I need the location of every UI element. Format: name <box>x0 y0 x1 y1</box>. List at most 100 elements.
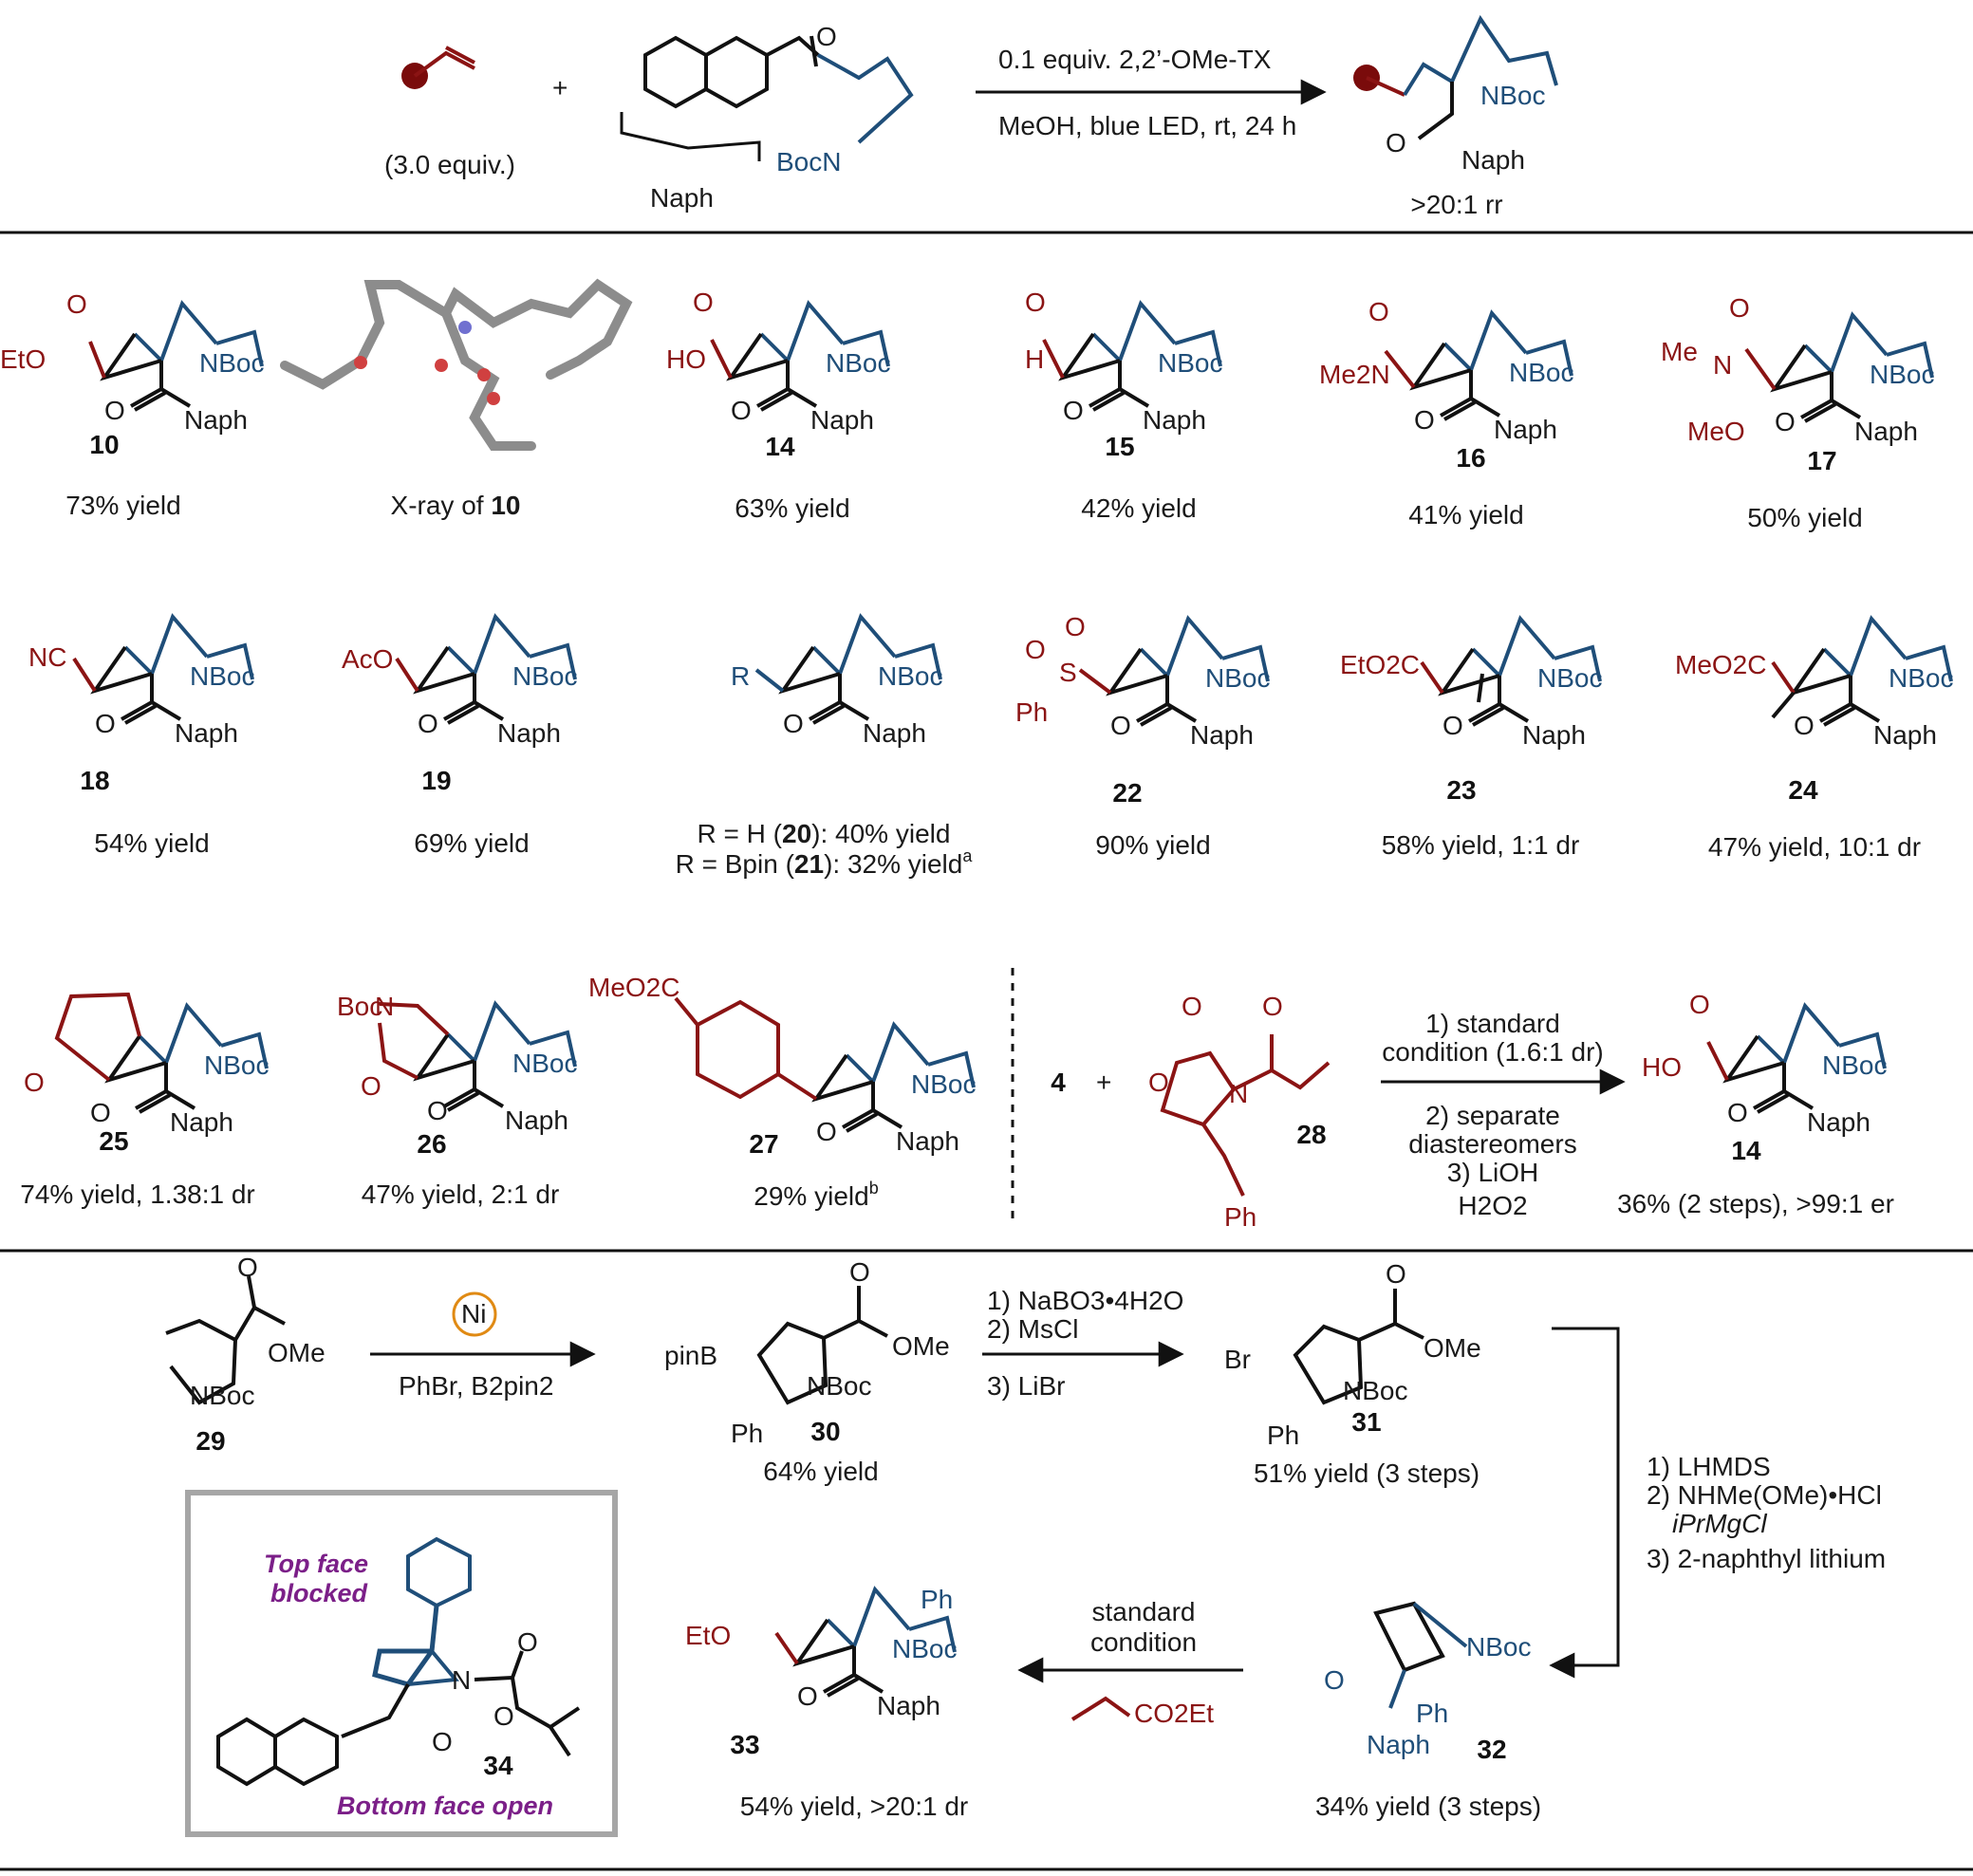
svg-text:O: O <box>517 1627 538 1657</box>
svg-text:Naph: Naph <box>1807 1107 1871 1137</box>
product-naph: Naph <box>1461 145 1525 175</box>
svg-text:NBoc: NBoc <box>807 1371 871 1401</box>
asym-step2b: diastereomers <box>1408 1129 1576 1159</box>
svg-text:MeO2C: MeO2C <box>1675 650 1766 679</box>
svg-text:NBoc: NBoc <box>199 348 264 378</box>
conditions-line: MeOH, blue LED, rt, 24 h <box>998 111 1296 140</box>
step-weinreb: 2) NHMe(OMe)•HCl <box>1647 1480 1882 1510</box>
arrow-elbow <box>1549 1327 1620 1679</box>
svg-text:Naph: Naph <box>505 1105 568 1135</box>
asym-step2: 2) separate <box>1425 1101 1560 1130</box>
svg-text:NBoc: NBoc <box>1158 348 1222 378</box>
ni-label: Ni <box>461 1299 486 1328</box>
compound-23-yield: 58% yield, 1:1 dr <box>1382 830 1580 860</box>
svg-text:Br: Br <box>1224 1345 1251 1374</box>
compound-28-id: 28 <box>1296 1120 1326 1149</box>
svg-text:NBoc: NBoc <box>190 661 254 691</box>
svg-text:N: N <box>1229 1079 1248 1108</box>
reactant-o: O <box>816 22 837 51</box>
reactant-bocn: BocN <box>776 147 841 176</box>
svg-text:pinB: pinB <box>664 1341 717 1370</box>
product-o: O <box>1386 128 1406 158</box>
compound-31-id: 31 <box>1351 1407 1381 1437</box>
svg-text:Me: Me <box>1661 337 1698 366</box>
compound-16-yield: 41% yield <box>1408 500 1523 529</box>
svg-text:EtO: EtO <box>0 344 46 374</box>
svg-text:O: O <box>1065 612 1086 641</box>
compound-14-id: 14 <box>765 432 795 461</box>
compound-26: Boc N O NBoc O Naph <box>337 992 577 1135</box>
plus-sign-2: + <box>1096 1068 1111 1097</box>
compound-29-id: 29 <box>195 1426 225 1456</box>
svg-text:Ph: Ph <box>921 1585 953 1614</box>
step-libr: 3) LiBr <box>987 1371 1065 1401</box>
svg-text:NBoc: NBoc <box>1870 360 1934 389</box>
model-top-2: blocked <box>270 1579 368 1607</box>
compound-19-id: 19 <box>421 766 451 795</box>
svg-text:NBoc: NBoc <box>190 1381 254 1410</box>
svg-text:O: O <box>427 1096 448 1125</box>
compound-15: O H NBoc O Naph <box>1025 288 1222 435</box>
svg-text:Naph: Naph <box>1367 1730 1430 1759</box>
reactant-abb <box>643 35 820 109</box>
svg-text:Naph: Naph <box>810 405 874 435</box>
svg-text:O: O <box>237 1253 258 1282</box>
compound-19-yield: 69% yield <box>414 828 529 858</box>
reagent-4: 4 <box>1051 1068 1066 1097</box>
svg-text:Naph: Naph <box>170 1107 233 1137</box>
svg-text:O: O <box>849 1257 870 1287</box>
compound-32: NBoc O Ph Naph <box>1324 1601 1531 1759</box>
svg-text:O: O <box>493 1701 514 1731</box>
compound-26-yield: 47% yield, 2:1 dr <box>362 1179 560 1209</box>
compound-27-id: 27 <box>749 1129 778 1159</box>
svg-text:Naph: Naph <box>497 718 561 748</box>
plus-sign: + <box>552 73 568 102</box>
svg-text:NBoc: NBoc <box>512 661 577 691</box>
step-nabo3: 1) NaBO3•4H2O <box>987 1286 1183 1315</box>
svg-text:Naph: Naph <box>1873 720 1937 750</box>
compound-27-yield: 29% yieldb <box>754 1179 878 1211</box>
reagent-line: 0.1 equiv. 2,2’-OMe-TX <box>998 45 1272 74</box>
svg-text:Naph: Naph <box>1143 405 1206 435</box>
compound-10-id: 10 <box>89 430 119 459</box>
product-nboc: NBoc <box>1480 81 1545 110</box>
svg-text:Boc: Boc <box>337 992 382 1021</box>
compound-10-yield: 73% yield <box>65 491 180 520</box>
svg-text:O: O <box>783 709 804 738</box>
compound-14-yield: 63% yield <box>735 493 849 523</box>
std-label-1: standard <box>1092 1597 1196 1626</box>
svg-text:OMe: OMe <box>268 1338 326 1367</box>
compound-21-caption: R = Bpin (21): 32% yielda <box>676 846 974 879</box>
svg-text:EtO: EtO <box>685 1621 731 1650</box>
svg-text:MeO: MeO <box>1687 417 1745 446</box>
svg-text:O: O <box>1443 711 1463 740</box>
step-mscl: 2) MsCl <box>987 1314 1078 1344</box>
svg-text:Me2N: Me2N <box>1319 360 1390 389</box>
asym-step3: 3) LiOH <box>1447 1158 1538 1187</box>
compound-19: AcO NBoc O Naph <box>342 615 577 748</box>
svg-text:Naph: Naph <box>1494 415 1557 444</box>
compound-32-yield: 34% yield (3 steps) <box>1315 1792 1541 1821</box>
svg-text:N: N <box>375 992 394 1021</box>
compound-15-id: 15 <box>1105 432 1134 461</box>
compound-31-yield: 51% yield (3 steps) <box>1254 1458 1480 1488</box>
compound-14-enantio: O HO NBoc O Naph <box>1642 990 1887 1137</box>
compound-22-id: 22 <box>1112 778 1142 808</box>
compound-18-yield: 54% yield <box>94 828 209 858</box>
svg-text:N: N <box>452 1665 471 1695</box>
svg-text:N: N <box>1713 350 1732 380</box>
svg-text:Ph: Ph <box>731 1419 763 1448</box>
svg-text:NBoc: NBoc <box>826 348 890 378</box>
svg-text:O: O <box>1110 711 1131 740</box>
svg-text:O: O <box>731 396 752 425</box>
svg-text:EtO2C: EtO2C <box>1340 650 1420 679</box>
ethyl-acrylate <box>1070 1696 1131 1721</box>
svg-text:O: O <box>1727 1098 1748 1127</box>
svg-text:O: O <box>1794 711 1815 740</box>
svg-text:HO: HO <box>666 344 706 374</box>
svg-text:O: O <box>1182 992 1202 1021</box>
svg-text:R: R <box>731 661 750 691</box>
model-top-1: Top face <box>264 1550 368 1578</box>
svg-text:O: O <box>1689 990 1710 1019</box>
ni-conditions: PhBr, B2pin2 <box>399 1371 553 1401</box>
